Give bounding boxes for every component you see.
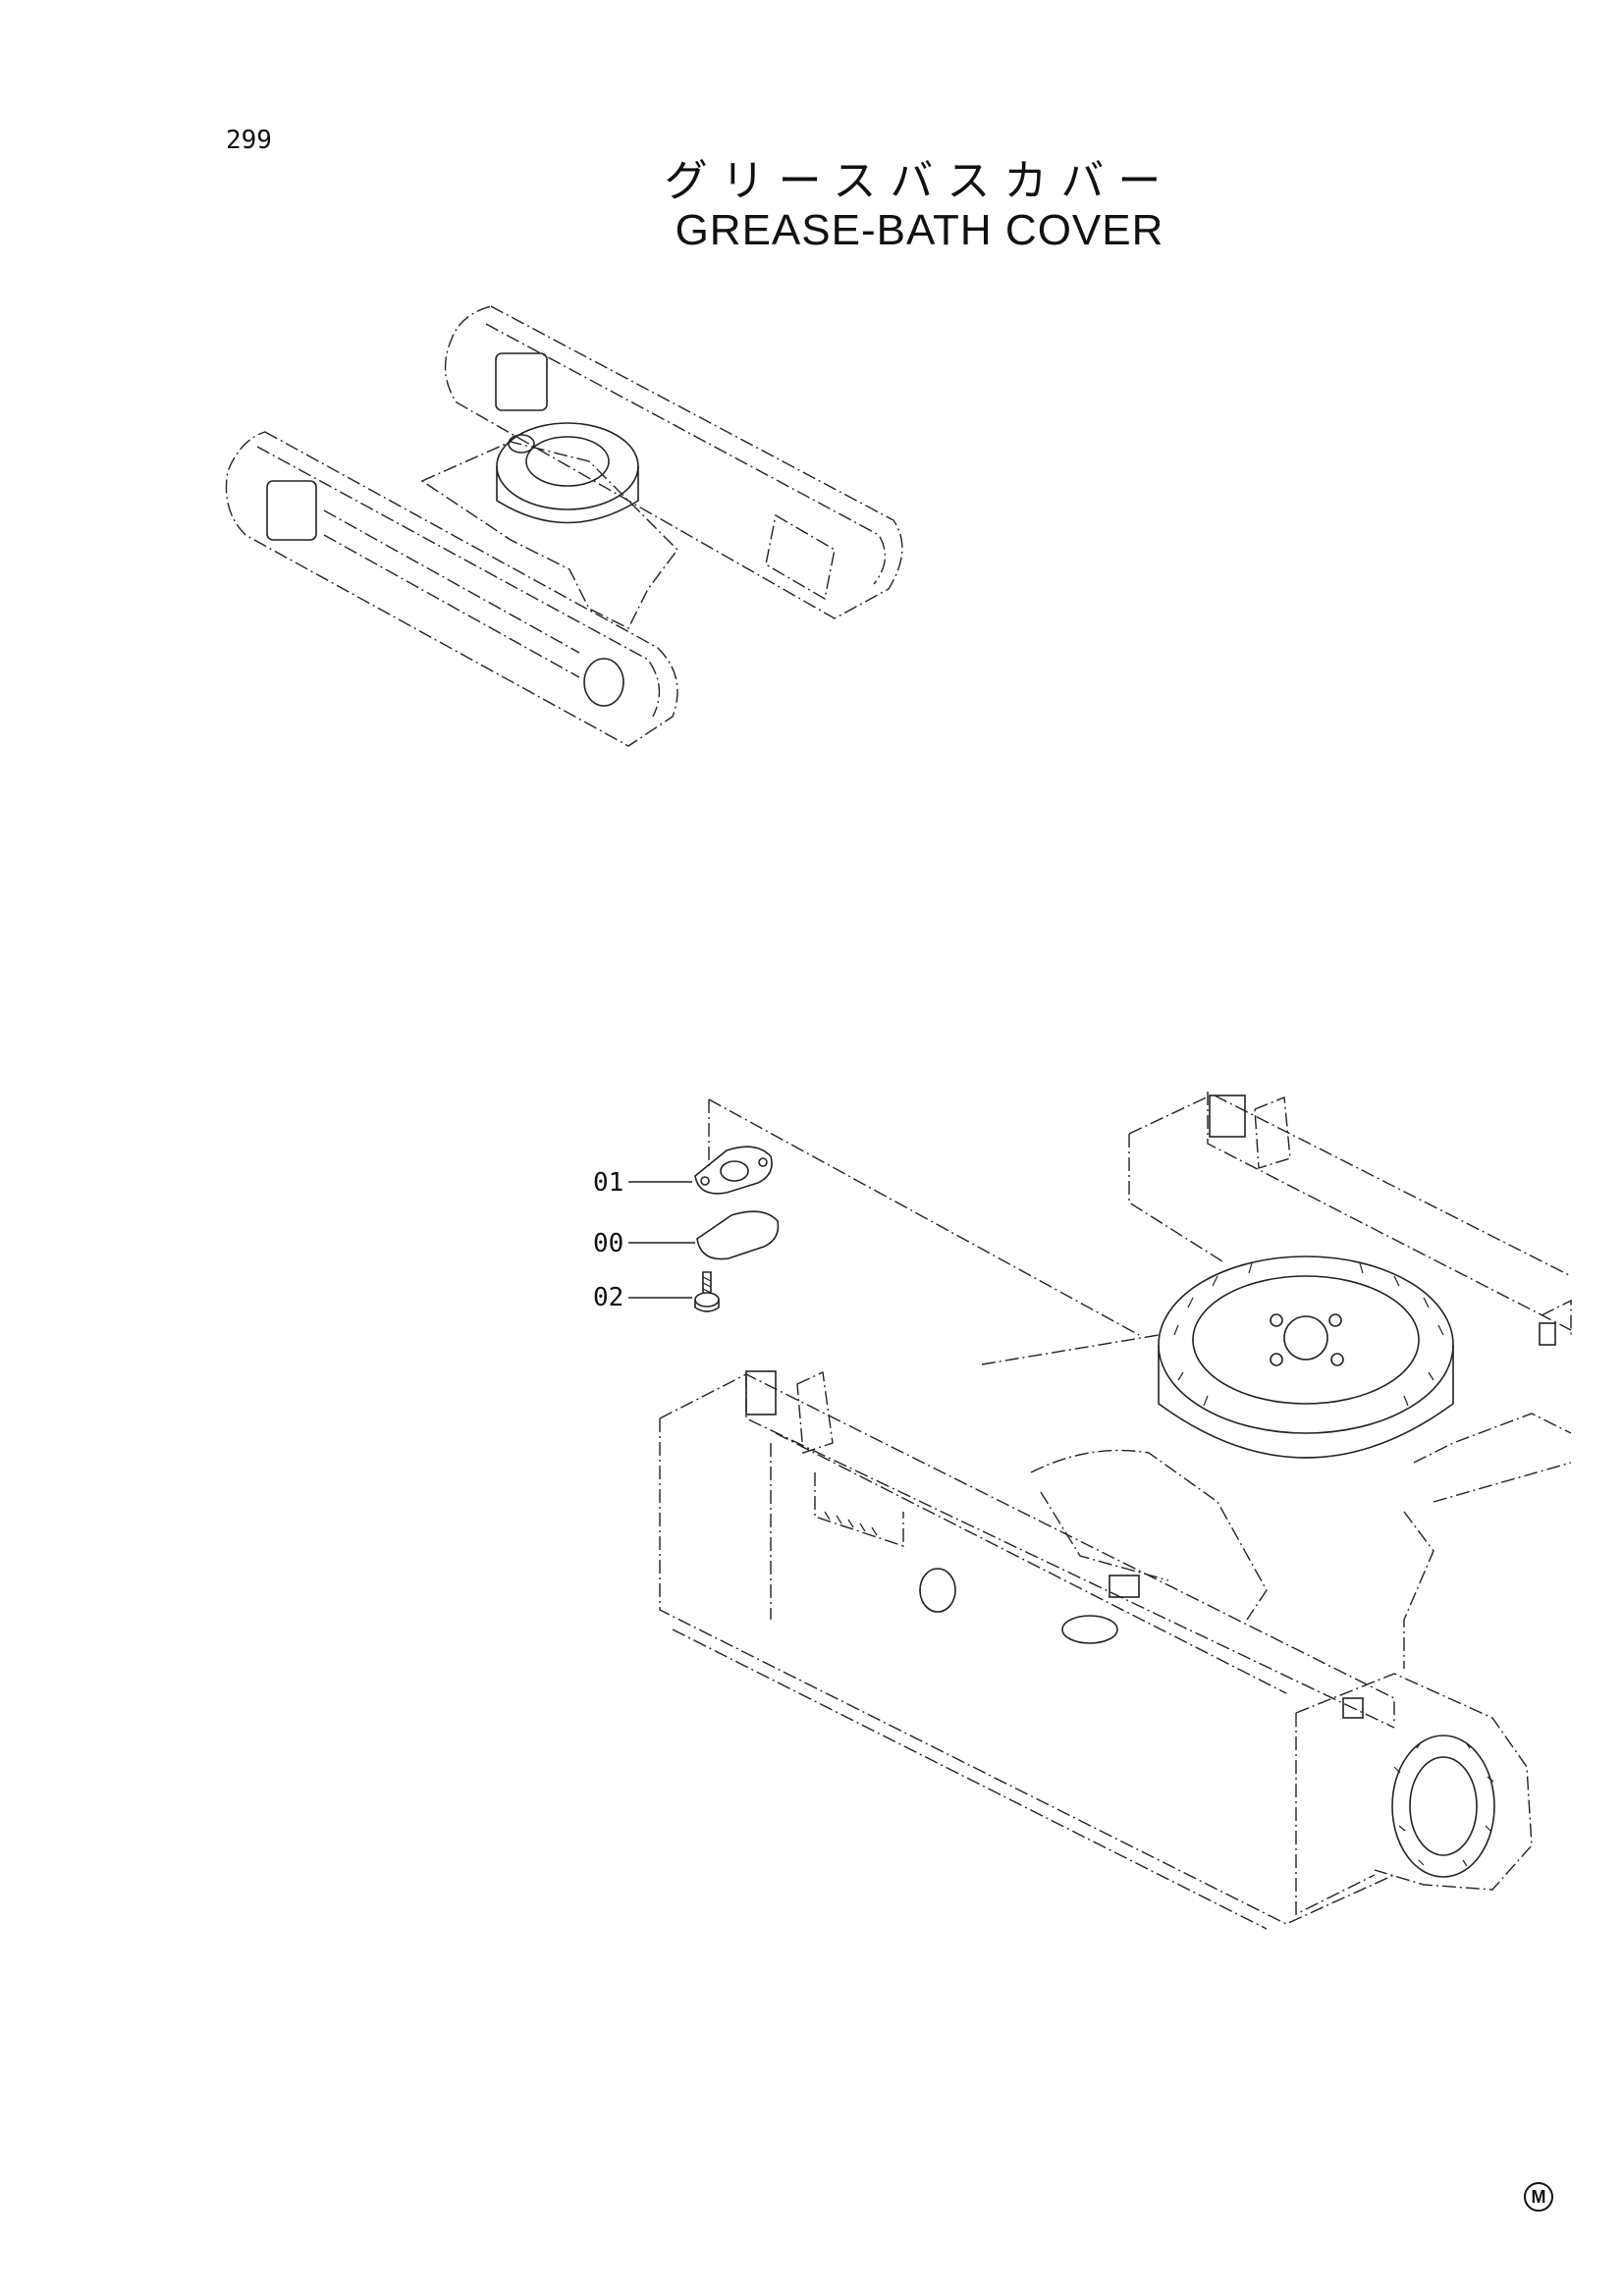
bolt-02 <box>694 1292 720 1308</box>
cover-parts-exploded: 01 00 02 <box>593 1098 1140 1336</box>
rear-frame-guard <box>1209 1095 1246 1138</box>
front-frame-guard <box>745 1370 777 1415</box>
frame-slot <box>1061 1615 1118 1644</box>
swing-circle-inner <box>1192 1275 1420 1405</box>
title-english: GREASE-BATH COVER <box>675 206 1164 254</box>
overview-undercarriage-drawing <box>225 305 903 747</box>
frame-hole-front <box>919 1568 956 1613</box>
idler-bore-inner <box>1409 1756 1478 1856</box>
m-mark-icon: M <box>1524 2182 1553 2212</box>
cover-00 <box>696 1210 780 1260</box>
callout-02: 02 <box>593 1283 623 1312</box>
front-guard-block <box>266 480 317 541</box>
gasket-01 <box>694 1146 773 1195</box>
idler-bore-outer <box>1391 1735 1495 1878</box>
callout-01: 01 <box>593 1168 623 1198</box>
callout-00: 00 <box>593 1229 623 1258</box>
track-frame-detail-drawing <box>659 1092 1572 1930</box>
rear-guard-block <box>495 352 548 411</box>
end-bracket-plug <box>1342 1697 1364 1719</box>
swing-circle-outer <box>1158 1255 1454 1434</box>
grease-bath-cover-location <box>508 434 535 454</box>
rear-frame-bracket <box>1539 1322 1556 1346</box>
title-japanese: グリースバスカバー <box>664 156 1175 206</box>
frame-plate <box>1109 1575 1140 1598</box>
swing-bearing-inner <box>525 436 610 487</box>
page-number: 299 <box>226 126 272 155</box>
idler-circle <box>583 658 624 707</box>
